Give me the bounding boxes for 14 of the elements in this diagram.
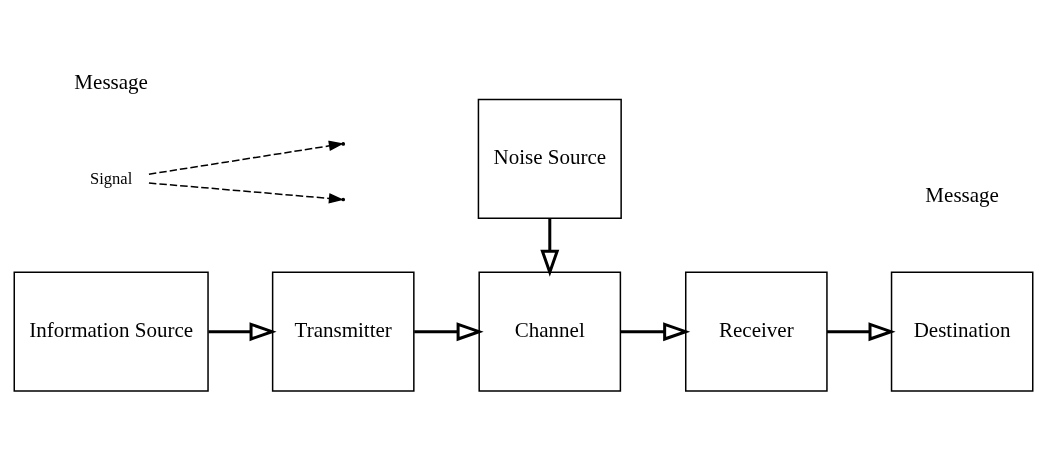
node-box: Destination (890, 271, 1034, 392)
label: Message (74, 70, 148, 95)
node-box: Information Source (13, 271, 209, 392)
arrow (414, 322, 484, 342)
node-box: Transmitter (271, 271, 415, 392)
node-box: Channel (478, 271, 622, 392)
node-text: Signal (90, 169, 133, 189)
node-box: Noise Source (477, 98, 622, 219)
arrow (827, 322, 896, 342)
arrow (620, 322, 691, 342)
label: Message (925, 183, 999, 208)
arrow (540, 218, 560, 277)
arrow (208, 322, 277, 342)
node-box: Receiver (685, 271, 828, 392)
